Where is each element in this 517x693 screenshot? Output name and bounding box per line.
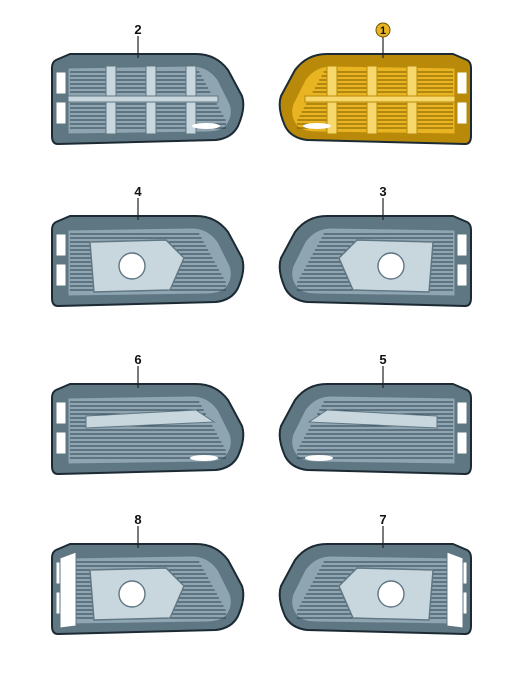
- part-3-opening-upper: [456, 233, 468, 257]
- part-1-label-badge: [375, 22, 391, 38]
- part-2-grille: [51, 53, 245, 145]
- part-6-reflection: [190, 455, 218, 461]
- part-5-grille: [278, 383, 472, 475]
- part-6-grille: [51, 383, 245, 475]
- part-1-opening-lower: [456, 101, 468, 125]
- part-4-opening-lower: [55, 263, 67, 287]
- part-5-chrome-strip: [307, 409, 438, 429]
- part-2-opening-upper: [55, 71, 67, 95]
- part-5-label: 5: [379, 352, 386, 367]
- part-4-label: 4: [134, 184, 142, 199]
- part-8-label: 8: [134, 512, 141, 527]
- part-6-opening-lower: [55, 431, 67, 455]
- part-6-label: 6: [134, 352, 141, 367]
- part-7-foglamp-opening: [377, 580, 405, 608]
- part-7-grille: [278, 543, 472, 635]
- part-6-opening-upper: [55, 401, 67, 425]
- part-1-reflection: [303, 123, 331, 129]
- part-4-opening-upper: [55, 233, 67, 257]
- part-2-label: 2: [134, 22, 141, 37]
- part-6-slats: [70, 401, 226, 459]
- part-8-grille: [51, 543, 245, 635]
- part-1-grille: [278, 53, 472, 145]
- part-5-reflection: [305, 455, 333, 461]
- part-8-foglamp-opening: [118, 580, 146, 608]
- part-3-label: 3: [379, 184, 386, 199]
- part-2-mesh-crossbar: [67, 95, 219, 103]
- part-1-mesh-crossbar: [304, 95, 456, 103]
- part-7-label: 7: [379, 512, 386, 527]
- part-1-label: 1: [380, 25, 386, 37]
- part-4-grille: [51, 215, 245, 307]
- part-5-opening-lower: [456, 431, 468, 455]
- part-5-slats: [297, 401, 453, 459]
- part-3-grille: [278, 215, 472, 307]
- part-5-opening-upper: [456, 401, 468, 425]
- part-3-opening-lower: [456, 263, 468, 287]
- part-7-chrome-trim: [446, 551, 464, 629]
- parts-layer: 2 1 4 3 6 5 8 7: [51, 22, 472, 635]
- part-8-chrome-trim: [59, 551, 77, 629]
- part-1-opening-upper: [456, 71, 468, 95]
- part-3-foglamp-opening: [377, 252, 405, 280]
- part-2-opening-lower: [55, 101, 67, 125]
- part-6-chrome-strip: [85, 409, 216, 429]
- part-4-foglamp-opening: [118, 252, 146, 280]
- part-2-reflection: [192, 123, 220, 129]
